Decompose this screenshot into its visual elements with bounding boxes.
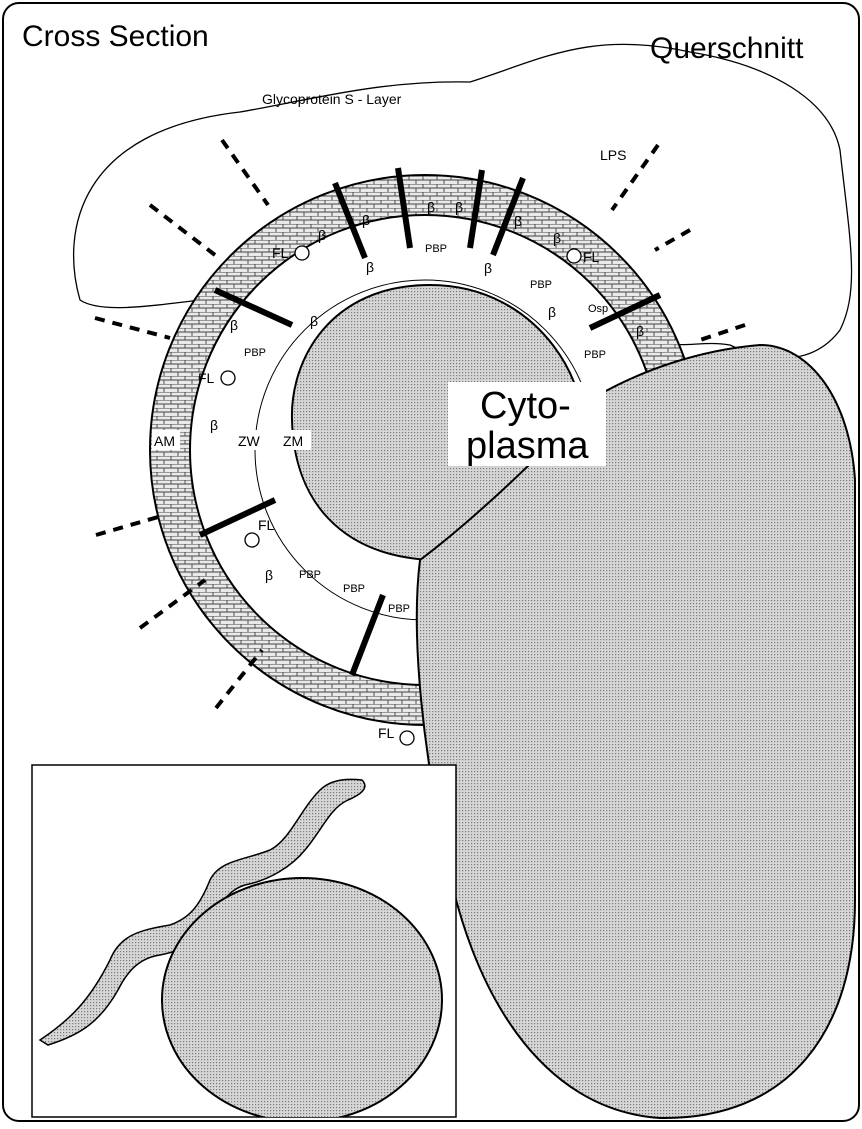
pbp-label: PBP xyxy=(388,603,410,615)
am-label: AM xyxy=(154,433,175,449)
beta-label: β xyxy=(455,199,463,215)
fl-label-3: FL xyxy=(198,370,215,386)
beta-label: β xyxy=(310,313,318,329)
fl-label-4: FL xyxy=(258,517,275,533)
beta-label: β xyxy=(553,230,561,246)
beta-label: β xyxy=(514,213,522,229)
beta-label: β xyxy=(230,317,238,333)
beta-label: β xyxy=(366,259,374,275)
fl-label-1: FL xyxy=(272,245,289,261)
pbp-label: PBP xyxy=(244,347,266,359)
beta-label: β xyxy=(548,304,556,320)
osp-label: Osp xyxy=(588,303,608,315)
fl-icon-5 xyxy=(400,731,414,745)
inset-panel xyxy=(32,765,456,1122)
fl-icon-2 xyxy=(567,249,581,263)
lps-label: LPS xyxy=(600,147,626,163)
fl-icon-1 xyxy=(295,246,309,260)
pbp-label: PBP xyxy=(530,279,552,291)
beta-label: β xyxy=(318,227,326,243)
title-right: Querschnitt xyxy=(650,32,804,65)
fl-icon-3 xyxy=(221,371,235,385)
fl-label-5: FL xyxy=(378,725,395,741)
cyto-label-line1: Cyto- xyxy=(480,385,571,427)
fl-label-2: FL xyxy=(583,249,600,265)
s-layer-label: Glycoprotein S - Layer xyxy=(262,91,402,107)
zm-label: ZM xyxy=(283,433,303,449)
pbp-label: PBP xyxy=(343,583,365,595)
fl-icon-4 xyxy=(245,533,259,547)
inset-cell-body xyxy=(162,878,442,1122)
beta-label: β xyxy=(210,417,218,433)
title-left: Cross Section xyxy=(22,20,209,53)
beta-label: β xyxy=(484,260,492,276)
cyto-label-line2: plasma xyxy=(466,425,589,467)
beta-label: β xyxy=(362,212,370,228)
pbp-label: PBP xyxy=(299,569,321,581)
pbp-label: PBP xyxy=(425,243,447,255)
beta-label: β xyxy=(265,567,273,583)
zw-label: ZW xyxy=(238,433,261,449)
pbp-label: PBP xyxy=(584,349,606,361)
beta-label: β xyxy=(427,199,435,215)
beta-label: β xyxy=(636,323,644,339)
